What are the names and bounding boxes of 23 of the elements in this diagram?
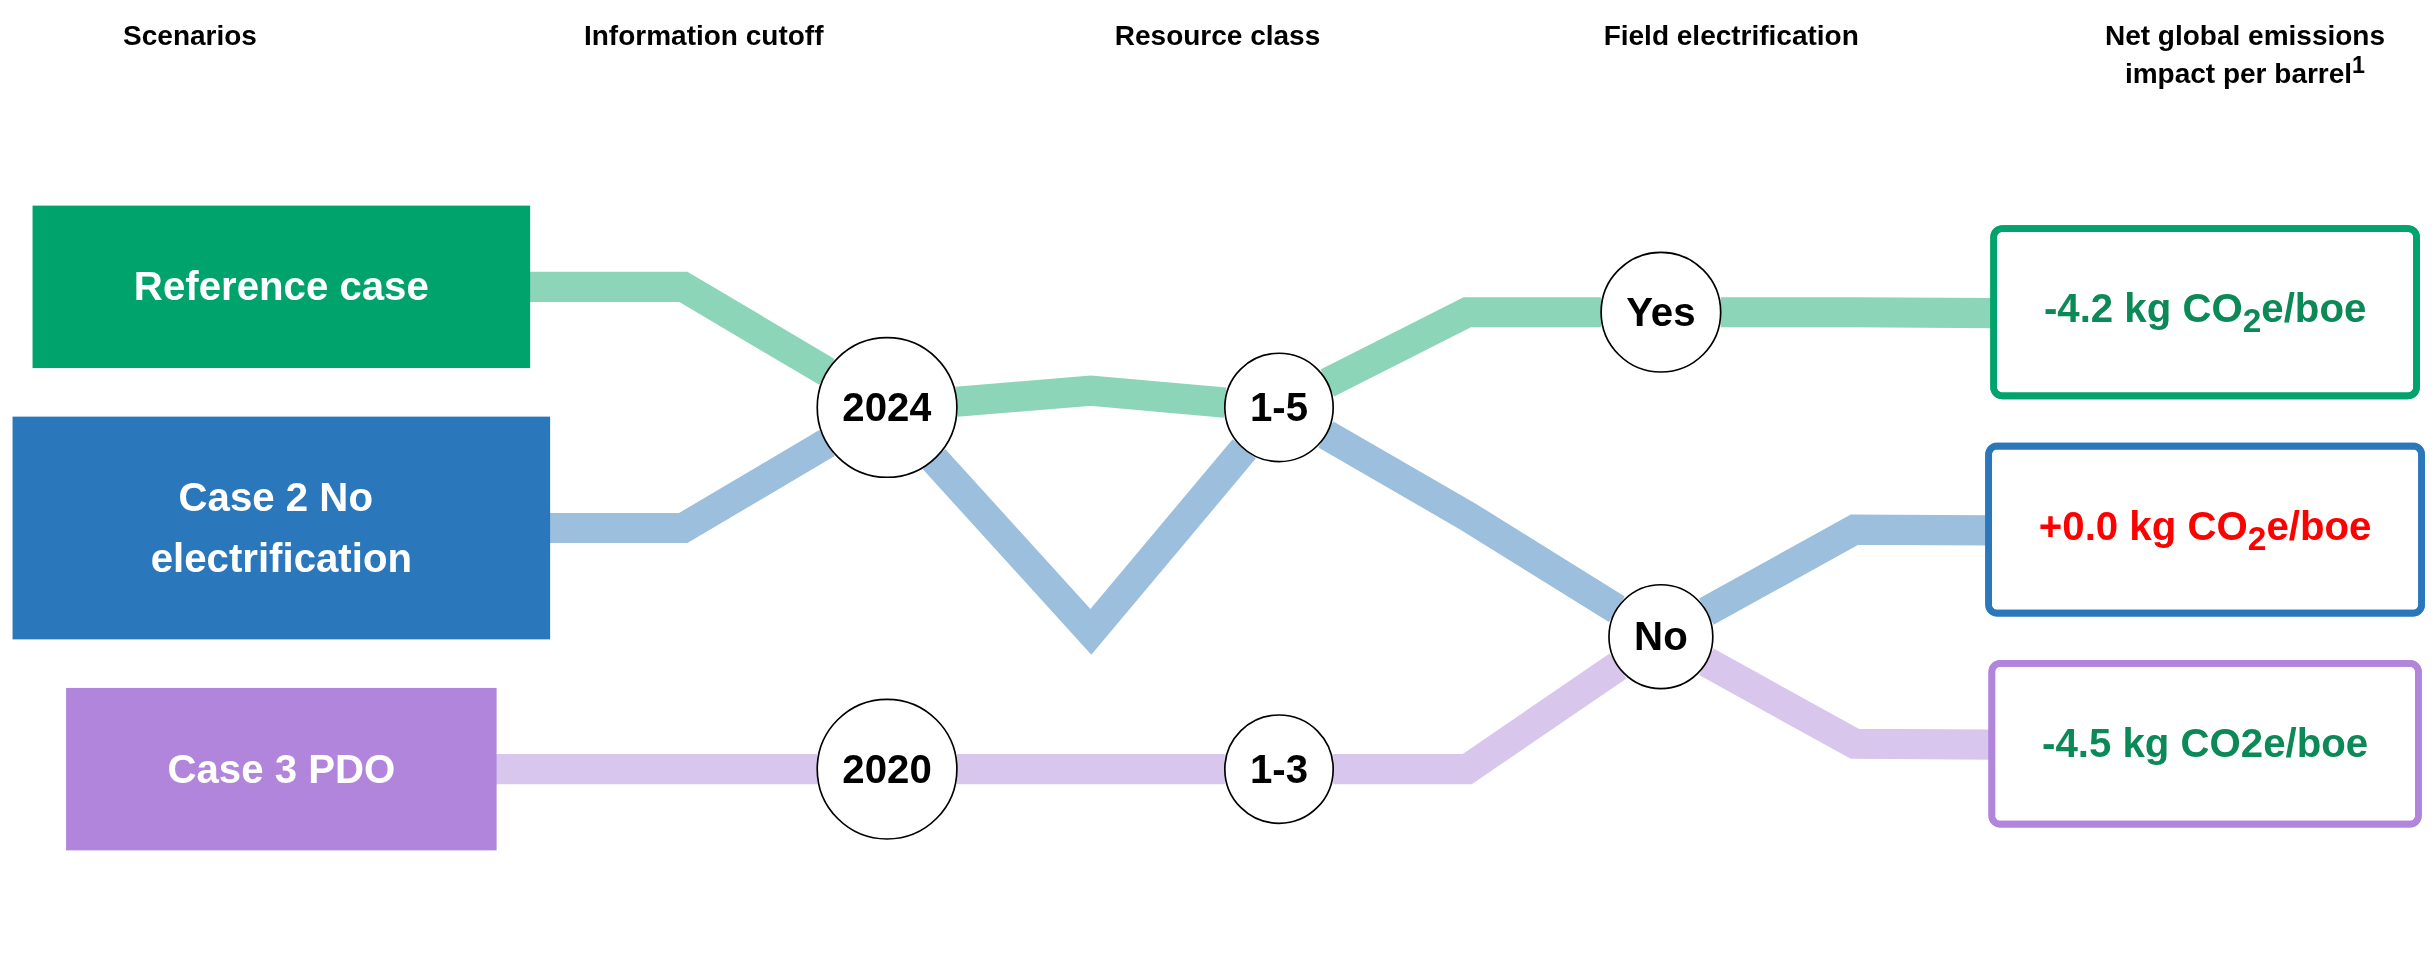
column-heading: Field electrification bbox=[1602, 20, 1860, 53]
column-heading: Net global emissions impact per barrel$^{1}$ bbox=[2103, 20, 2387, 92]
node-circle: 2024 bbox=[816, 336, 958, 478]
connector bbox=[922, 438, 1256, 655]
node-box: Case 3 PDO bbox=[66, 687, 497, 850]
node-circle: 1-3 bbox=[1224, 713, 1334, 824]
connector bbox=[1318, 420, 1625, 622]
connector bbox=[529, 271, 835, 385]
connector bbox=[1333, 653, 1627, 784]
node-circle: 2020 bbox=[816, 698, 958, 840]
column-heading: Scenarios bbox=[122, 20, 258, 53]
node-box: Reference case bbox=[32, 205, 531, 368]
node-circle: 1-5 bbox=[1224, 351, 1334, 462]
connector bbox=[1320, 296, 1602, 396]
connector bbox=[495, 753, 818, 784]
connector bbox=[955, 375, 1227, 418]
column-heading: Information cutoff bbox=[583, 20, 825, 53]
connector bbox=[549, 429, 835, 543]
column-heading: Resource class bbox=[1113, 20, 1322, 53]
node-box: Case 2 No electrification bbox=[12, 416, 551, 639]
connector bbox=[956, 753, 1225, 784]
node-circle: Yes bbox=[1600, 251, 1722, 373]
node-circle: No bbox=[1608, 583, 1714, 689]
